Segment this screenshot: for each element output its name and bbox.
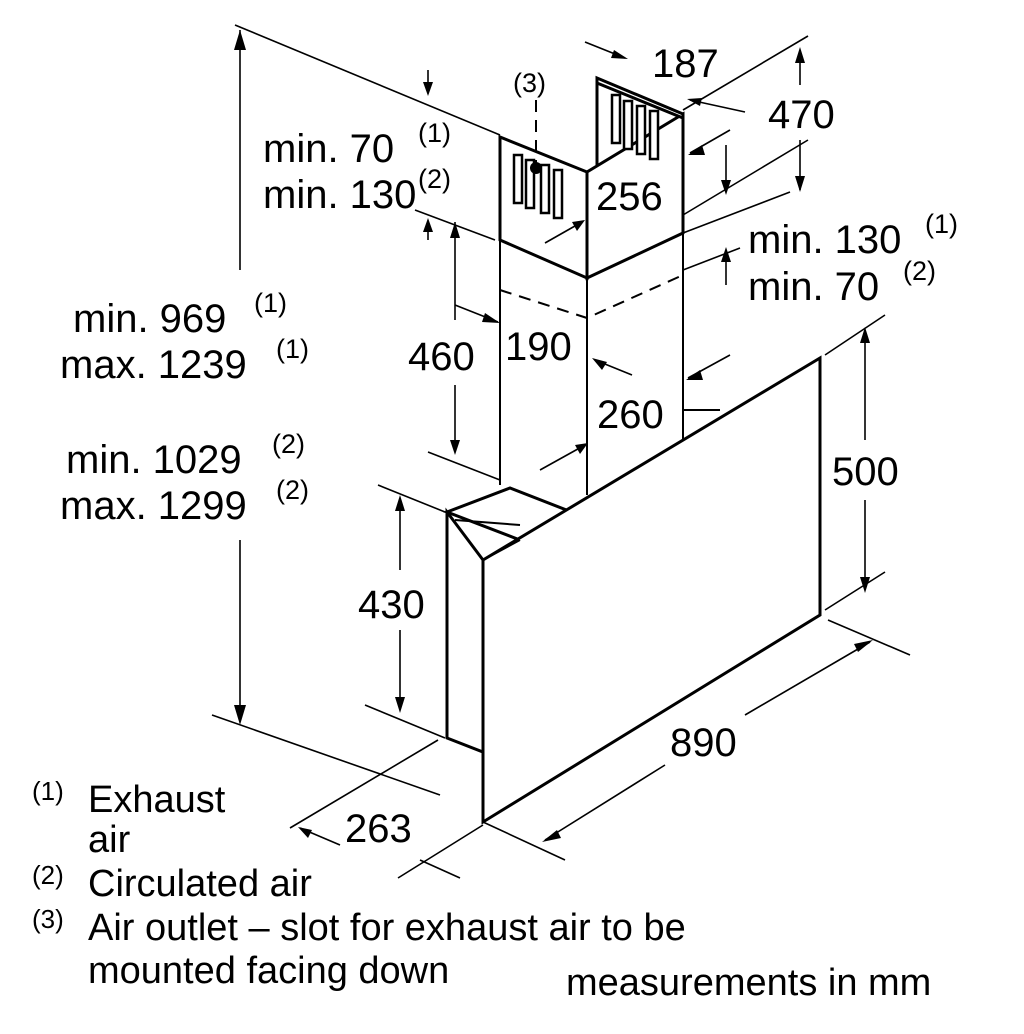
- legend-mark-3: (3): [32, 904, 64, 934]
- legend-text-1b: air: [88, 819, 131, 861]
- right-clearance-sup1: (1): [925, 209, 958, 239]
- dim-duct-lower-width: 260: [597, 393, 664, 437]
- dim-duct-lower-depth: 190: [505, 325, 572, 369]
- dim-body-height: 430: [358, 583, 425, 627]
- total-exhaust-sup2: (1): [276, 334, 309, 364]
- vent-slots-left: [512, 153, 564, 220]
- air-outlet-dot: [530, 162, 542, 174]
- dim-duct-top-depth: 187: [652, 42, 719, 86]
- total-exhaust-sup1: (1): [254, 288, 287, 318]
- dim-duct-upper-width: 256: [596, 175, 663, 219]
- total-circulated-sup1: (2): [272, 429, 305, 459]
- right-clearance-line1: min. 130: [748, 218, 901, 262]
- legend-text-3a: Air outlet – slot for exhaust air to be: [88, 907, 686, 949]
- dim-hood-height: 500: [832, 450, 899, 494]
- right-clearance-line2: min. 70: [748, 265, 879, 309]
- chimney-lower: [499, 233, 684, 495]
- dimension-labels: 187 470 256 460 190 260 500 430 890 263 …: [60, 42, 958, 851]
- left-clearance-sup1: (1): [418, 118, 451, 148]
- units-note: measurements in mm: [566, 962, 931, 1004]
- total-circulated-sup2: (2): [276, 475, 309, 505]
- legend-text-2: Circulated air: [88, 863, 312, 905]
- left-clearance-line1: min. 70: [263, 127, 394, 171]
- vent-slots-right: [610, 93, 660, 161]
- hood-body: [442, 355, 822, 825]
- dim-duct-upper-height: 470: [768, 93, 835, 137]
- legend-mark-2: (2): [32, 860, 64, 890]
- legend-text-3b: mounted facing down: [88, 950, 449, 992]
- total-circulated-line1: min. 1029: [66, 438, 242, 482]
- dimension-lines: [211, 24, 911, 879]
- legend-mark-1: (1): [32, 776, 64, 806]
- total-exhaust-line2: max. 1239: [60, 343, 247, 387]
- legend-text-1a: Exhaust: [88, 779, 226, 821]
- outlet-marker: (3): [513, 68, 546, 98]
- left-clearance-line2: min. 130: [263, 173, 416, 217]
- chimney-upper: [498, 75, 685, 281]
- dim-hood-width: 890: [670, 721, 737, 765]
- legend: (1) Exhaust air (2) Circulated air (3) A…: [32, 776, 931, 1004]
- dim-duct-lower-height: 460: [408, 335, 475, 379]
- total-exhaust-line1: min. 969: [73, 297, 226, 341]
- right-clearance-sup2: (2): [903, 256, 936, 286]
- left-clearance-sup2: (2): [418, 164, 451, 194]
- total-circulated-line2: max. 1299: [60, 484, 247, 528]
- dim-hood-depth: 263: [345, 807, 412, 851]
